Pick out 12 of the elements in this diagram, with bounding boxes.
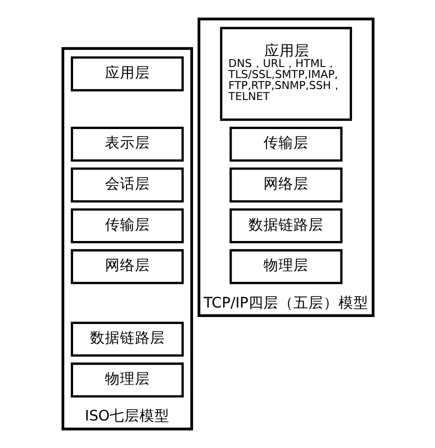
node-box: 应用层 DNS，URL，HTML， TLS/SSL,SMTP,IMAP, FTP,RTP,SNMP,SSH， TELNET bbox=[220, 26, 352, 121]
node-box: 网络层 bbox=[229, 168, 342, 202]
node-box: 表示层 bbox=[70, 126, 184, 162]
node-box: 会话层 bbox=[70, 168, 184, 202]
node-box: 网络层 bbox=[70, 249, 184, 284]
node-box: 物理层 bbox=[70, 362, 184, 398]
node-box: 传输层 bbox=[229, 126, 342, 162]
node-box: 数据链路层 bbox=[229, 208, 342, 244]
node-box: 物理层 bbox=[229, 249, 342, 284]
node-box: 应用层 bbox=[70, 56, 184, 92]
node-box: 数据链路层 bbox=[70, 322, 184, 357]
node-box: 传输层 bbox=[70, 208, 184, 244]
